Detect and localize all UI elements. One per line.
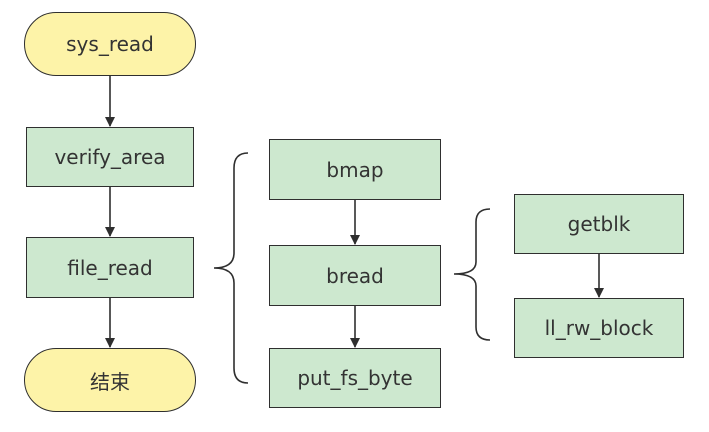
node-label: file_read [67,255,153,280]
node-end: 结束 [24,348,196,412]
brace-file-read-expansion [213,152,249,384]
node-file-read: file_read [26,237,194,298]
node-ll-rw-block: ll_rw_block [514,298,684,358]
node-label: verify_area [54,145,166,169]
node-label: ll_rw_block [544,316,654,340]
node-bread: bread [269,245,441,306]
node-label: 结束 [90,369,130,394]
node-label: sys_read [66,32,154,56]
brace-bread-expansion [453,208,491,341]
node-bmap: bmap [269,139,441,200]
node-label: bread [326,263,384,288]
node-getblk: getblk [514,194,684,254]
node-put-fs-byte: put_fs_byte [269,348,441,408]
node-label: getblk [567,212,631,236]
node-sys-read: sys_read [24,12,196,76]
node-label: put_fs_byte [297,366,413,390]
node-label: bmap [326,157,384,182]
node-verify-area: verify_area [26,127,194,187]
